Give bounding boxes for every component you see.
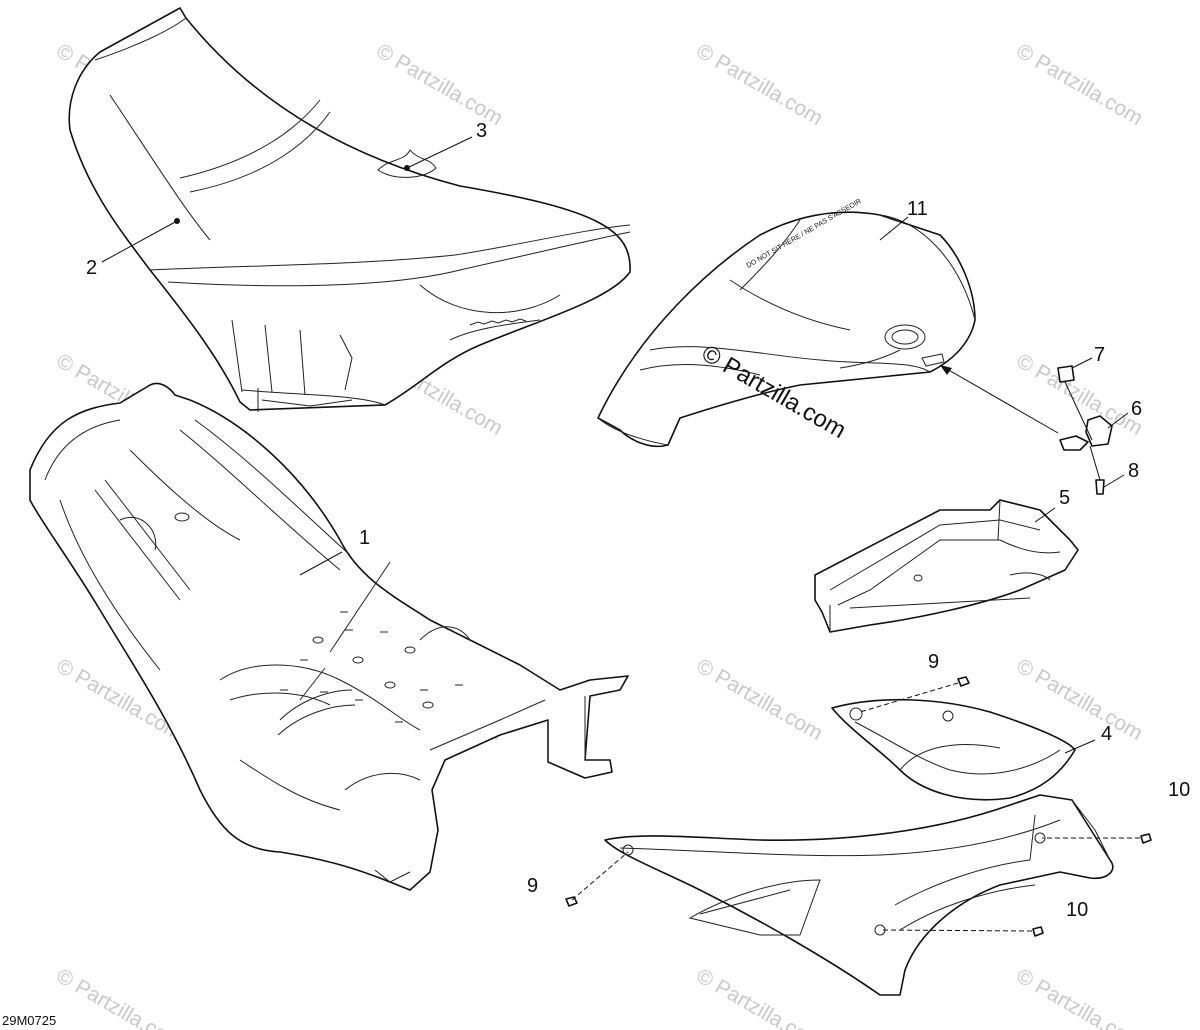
lower-tray-part bbox=[814, 499, 1079, 633]
callout-label: 9 bbox=[928, 651, 939, 673]
callout-label: 7 bbox=[1094, 344, 1105, 366]
watermark: © Partzilla.com bbox=[693, 654, 827, 745]
leader-5 bbox=[1034, 507, 1056, 523]
watermark: © Partzilla.com bbox=[693, 39, 827, 130]
callout-label: 9 bbox=[527, 875, 538, 897]
callout-label: 4 bbox=[1101, 723, 1112, 745]
watermark: © Partzilla.com bbox=[1013, 964, 1147, 1030]
watermark: © Partzilla.com bbox=[1013, 39, 1147, 130]
callout-label: 10 bbox=[1168, 779, 1190, 801]
side-cover-lower-part bbox=[604, 794, 1114, 996]
watermark: © Partzilla.com bbox=[693, 964, 827, 1030]
callout-label: 1 bbox=[359, 527, 370, 549]
watermark: © Partzilla.com bbox=[1013, 349, 1147, 440]
leader-1 bbox=[299, 551, 343, 576]
leader-2 bbox=[101, 220, 178, 263]
leader-4 bbox=[1064, 739, 1096, 754]
nut-7 bbox=[1057, 365, 1075, 383]
screw-10-lower bbox=[1032, 926, 1044, 937]
watermark: © Partzilla.com bbox=[53, 964, 187, 1030]
callout-leaders bbox=[101, 136, 1129, 754]
storage-bin-part bbox=[29, 382, 629, 891]
callout-label: 6 bbox=[1131, 398, 1142, 420]
leader-11 bbox=[879, 216, 909, 241]
diagram-code: 29M0725 bbox=[2, 1013, 56, 1028]
watermark: © Partzilla.com bbox=[373, 39, 507, 130]
screw-8 bbox=[1095, 479, 1105, 495]
latch-hardware bbox=[939, 364, 1113, 495]
side-cover-upper-part bbox=[831, 698, 1076, 801]
latch-6 bbox=[1085, 415, 1113, 447]
screw-9-lower bbox=[565, 896, 578, 907]
seat-part bbox=[68, 7, 631, 412]
callout-label: 10 bbox=[1066, 899, 1088, 921]
screw-9-upper bbox=[957, 676, 970, 687]
screw-10-upper bbox=[1140, 833, 1152, 844]
screws bbox=[565, 676, 1152, 937]
callout-label: 11 bbox=[907, 198, 928, 220]
arrow-head bbox=[940, 365, 952, 375]
leader-3 bbox=[406, 136, 473, 169]
callout-labels: 1 2 3 4 5 6 7 8 9 9 10 10 11 bbox=[86, 120, 1190, 921]
callout-label: 2 bbox=[86, 257, 97, 279]
leader-6 bbox=[1107, 412, 1129, 429]
callout-label: 5 bbox=[1059, 487, 1070, 509]
callout-label: 3 bbox=[476, 120, 487, 142]
latch-plate bbox=[1059, 435, 1089, 451]
callout-label: 8 bbox=[1128, 460, 1139, 482]
leader-8 bbox=[1103, 474, 1125, 488]
leader-7 bbox=[1071, 357, 1093, 369]
